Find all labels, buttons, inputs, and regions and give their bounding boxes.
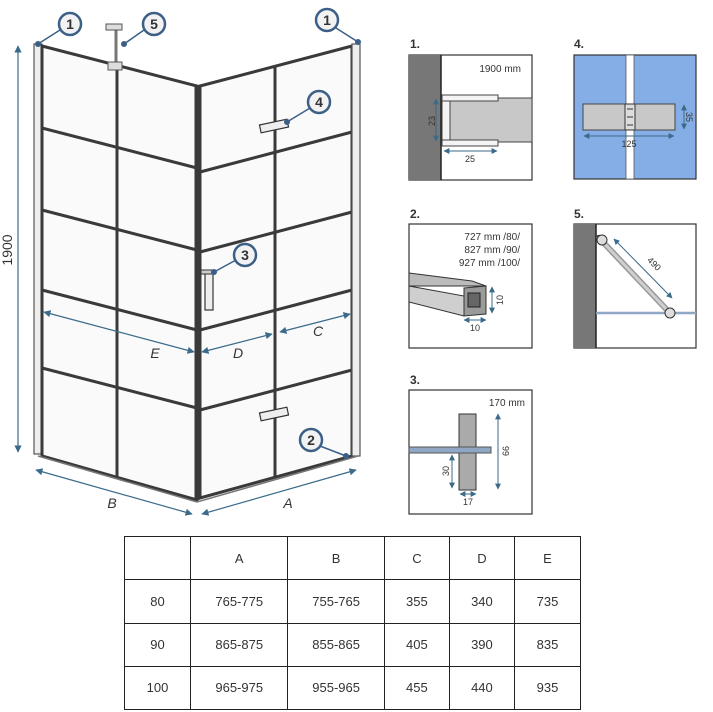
dim-c: C [279, 312, 351, 339]
width-b-dimension: B [35, 468, 193, 516]
right-panel-bars [199, 130, 353, 412]
detail-2-dim-h: 10 [495, 295, 505, 305]
height-dimension: 1900 [0, 45, 22, 453]
detail-3-dim-66: 66 [501, 446, 511, 456]
callout-4: 4 [284, 89, 332, 125]
table-cell: 735 [513, 579, 582, 624]
left-panel-bars [41, 126, 198, 410]
table-header-cell: A [190, 535, 289, 581]
table-cell: 755-765 [287, 579, 385, 624]
table-cell: 100 [123, 665, 192, 711]
height-label: 1900 [0, 234, 15, 265]
detail-4: 4. 35 125 [573, 37, 697, 180]
width-a-label: A [282, 495, 292, 511]
table-header-cell: D [448, 535, 515, 581]
stabilizer-bar [105, 23, 123, 71]
detail-4-dim-h: 35 [684, 112, 694, 122]
detail-3-dim-30: 30 [441, 466, 451, 476]
callout-1-right-text: 1 [323, 12, 331, 28]
callout-5: 5 [121, 11, 167, 47]
left-glass-panel [40, 44, 199, 502]
width-b-label: B [107, 495, 116, 511]
callout-5-text: 5 [150, 16, 158, 32]
handle-lower [258, 406, 290, 422]
table-header-cell: E [513, 535, 582, 581]
detail-1-title: 1. [410, 37, 420, 51]
detail-4-title: 4. [574, 37, 584, 51]
table-row: 100 965-975 955-965 455 440 935 [123, 665, 582, 711]
table-cell: 455 [383, 665, 450, 711]
detail-1-length: 1900 mm [479, 64, 521, 75]
detail-2: 2. 727 mm /80/ 827 mm /90/ 927 mm /100/ … [408, 207, 533, 349]
table-cell: 855-865 [287, 622, 385, 667]
callout-1-left-text: 1 [66, 16, 74, 32]
detail-3-dim-17: 17 [463, 497, 473, 507]
callout-1-left: 1 [35, 11, 83, 47]
table-cell: 440 [448, 665, 515, 711]
callout-2: 2 [298, 427, 349, 459]
detail-2-title: 2. [410, 207, 420, 221]
table-cell: 80 [123, 579, 192, 624]
detail-2-line-1: 727 mm /80/ [464, 232, 520, 243]
table-cell: 340 [448, 579, 515, 624]
right-wall-profile [351, 43, 361, 457]
detail-3-length: 170 mm [489, 398, 525, 409]
table-row: 80 765-775 755-765 355 340 735 [123, 579, 582, 624]
table-cell: 865-875 [190, 622, 289, 667]
detail-2-line-3: 927 mm /100/ [459, 258, 520, 269]
detail-5-title: 5. [574, 207, 584, 221]
detail-1-dim-w: 25 [465, 154, 475, 164]
table-cell: 835 [513, 622, 582, 667]
table-cell: 390 [448, 622, 515, 667]
detail-3-title: 3. [410, 373, 420, 387]
table-header-row: A B C D E [123, 535, 582, 581]
dim-d: D [201, 332, 273, 361]
handle-middle [200, 269, 214, 311]
dim-e-label: E [150, 345, 160, 361]
callout-4-text: 4 [315, 94, 323, 110]
callout-3-text: 3 [241, 247, 249, 263]
detail-2-line-2: 827 mm /90/ [464, 245, 520, 256]
callout-2-text: 2 [307, 432, 315, 448]
table-cell: 355 [383, 579, 450, 624]
dim-d-label: D [233, 345, 243, 361]
callout-1-right: 1 [314, 7, 361, 45]
table-cell: 935 [513, 665, 582, 711]
detail-3: 3. 170 mm 30 66 17 [408, 373, 533, 515]
dimensions-table: A B C D E 80 765-775 755-765 355 340 735… [123, 535, 582, 711]
callout-3: 3 [211, 242, 258, 275]
table-header-cell: C [383, 535, 450, 581]
detail-1: 1. 1900 mm 23 25 [408, 37, 533, 181]
width-a-dimension: A [201, 468, 357, 516]
table-cell: 965-975 [190, 665, 289, 711]
detail-5: 5. 490 [573, 207, 697, 349]
detail-2-dim-w: 10 [470, 323, 480, 333]
table-header-cell [123, 535, 192, 581]
table-cell: 90 [123, 622, 192, 667]
table-cell: 765-775 [190, 579, 289, 624]
detail-4-dim-w: 125 [621, 139, 636, 149]
table-cell: 955-965 [287, 665, 385, 711]
table-cell: 405 [383, 622, 450, 667]
dim-e: E [43, 310, 195, 361]
table-row: 90 865-875 855-865 405 390 835 [123, 622, 582, 667]
detail-1-dim-h: 23 [427, 116, 437, 126]
table-header-cell: B [287, 535, 385, 581]
dim-c-label: C [313, 323, 324, 339]
